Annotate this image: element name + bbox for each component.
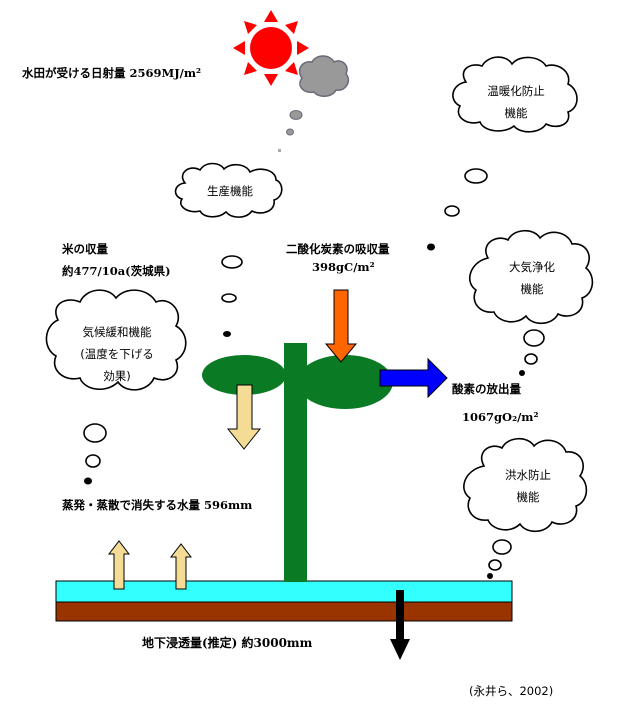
evapotranspiration-label: 蒸発・蒸散で消失する水量 596mm: [62, 500, 252, 512]
smoke-trail: [278, 111, 302, 153]
smoke-cloud-icon: [300, 56, 349, 96]
air-cloud-shape: [470, 231, 593, 324]
oxygen-release-value: 1067gO₂/m²: [462, 412, 539, 424]
rice-yield-label: 米の収量: [62, 244, 108, 256]
climate-mitigation-text-3: 効果): [60, 371, 174, 383]
oxygen-release-label: 酸素の放出量: [452, 384, 521, 396]
sun-icon: [233, 10, 309, 86]
air-purification-text: 大気浄化: [480, 262, 584, 274]
warming-prevention-text: 温暖化防止: [464, 86, 568, 98]
production-function-text: 生産機能: [188, 186, 272, 198]
flood-prevention-text-2: 機能: [476, 492, 580, 504]
co2-absorption-value: 398gC/m²: [312, 262, 375, 274]
flood-cloud-shape: [464, 439, 587, 532]
transpiration-arrow: [228, 385, 260, 449]
paddy-soil-layer: [56, 602, 512, 621]
air-purification-text-2: 機能: [480, 284, 584, 296]
co2-absorption-label: 二酸化炭素の吸収量: [286, 244, 390, 256]
flood-prevention-text: 洪水防止: [476, 470, 580, 482]
groundwater-infiltration-label: 地下浸透量(推定) 約3000mm: [142, 637, 312, 649]
climate-mitigation-text: 気候緩和機能: [60, 327, 174, 339]
climate-mitigation-text-2: (温度を下げる: [60, 349, 174, 361]
rice-plant-icon: [202, 343, 393, 582]
solar-radiation-label: 水田が受ける日射量 2569MJ/m²: [22, 68, 201, 80]
warming-prevention-text-2: 機能: [464, 108, 568, 120]
rice-yield-value: 約477/10a(茨城県): [62, 266, 171, 278]
co2-absorb-arrow: [326, 290, 356, 362]
citation: (永井ら、2002): [469, 683, 553, 699]
